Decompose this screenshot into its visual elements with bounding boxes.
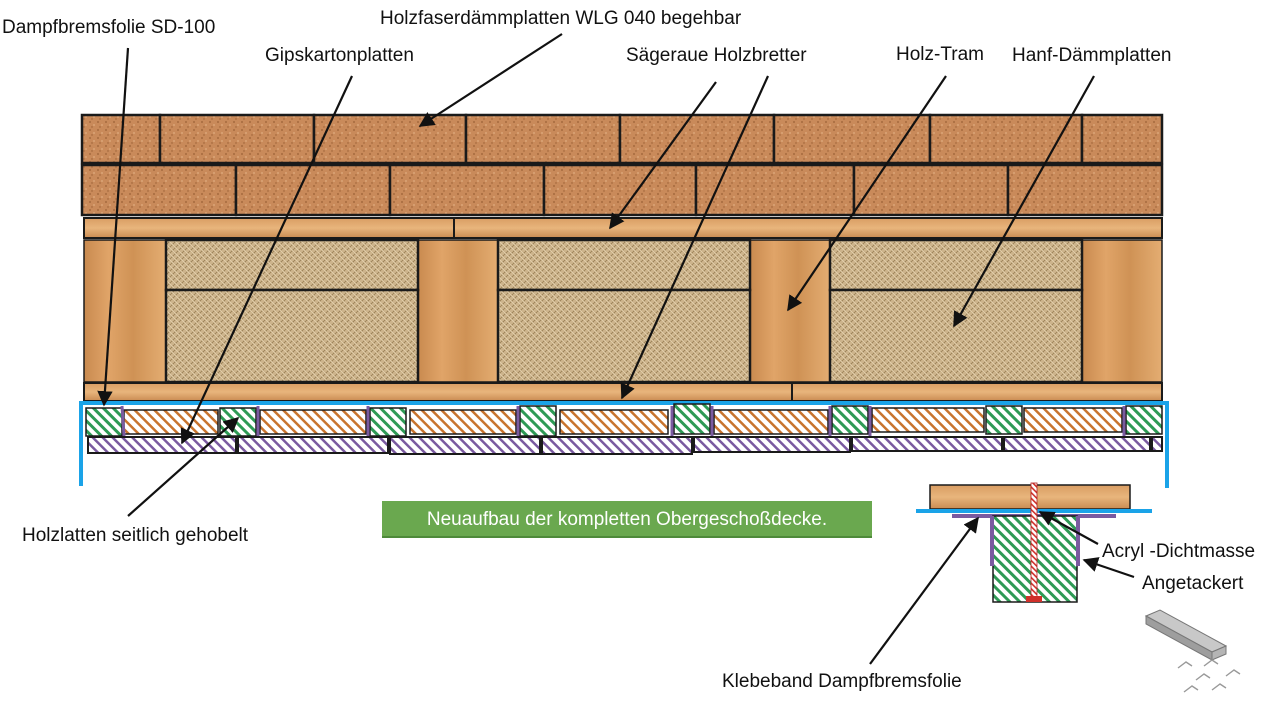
arrow-angetackert <box>1082 557 1135 579</box>
fiberboard-row-bottom <box>80 163 1164 217</box>
timber-beams <box>83 239 1163 383</box>
arrow-dampfbremsfolie <box>97 47 130 407</box>
caption-text: Neuaufbau der kompletten Obergeschoßdeck… <box>426 509 828 530</box>
label-saegeraue: Sägeraue Holzbretter <box>626 45 807 66</box>
label-angetackert: Angetackert <box>1142 573 1244 594</box>
label-hanf: Hanf-Dämmplatten <box>1012 45 1172 66</box>
label-holzfaser: Holzfaserdämmplatten WLG 040 begehbar <box>380 8 742 29</box>
arrow-holztram <box>787 75 947 312</box>
detail-drawing <box>916 482 1152 603</box>
leader-arrows <box>97 33 1135 665</box>
rough-boards-top <box>83 217 1163 239</box>
hemp-insulation <box>164 238 1084 384</box>
label-klebeband: Klebeband Dampfbremsfolie <box>722 671 962 692</box>
arrow-holzlatten <box>127 416 240 517</box>
arrow-saegeraue-bottom <box>620 75 770 400</box>
label-dampfbremsfolie: Dampfbremsfolie SD-100 <box>2 17 216 38</box>
arrow-hanf <box>953 75 1095 328</box>
vapor-membrane <box>79 401 1169 488</box>
label-holzlatten: Holzlatten seitlich gehobelt <box>22 525 249 546</box>
label-holztram: Holz-Tram <box>896 44 984 65</box>
rough-boards-bottom <box>83 382 1163 402</box>
label-gipskarton: Gipskartonplatten <box>265 45 414 66</box>
gypsum-boards <box>87 436 1163 455</box>
arrow-acryl <box>1038 511 1099 545</box>
staples-icon <box>1144 609 1241 693</box>
arrow-gipskarton <box>180 75 353 445</box>
arrow-holzfaser <box>418 33 563 127</box>
battens-and-strips <box>85 403 1163 437</box>
arrow-saegeraue-top <box>609 81 717 230</box>
arrow-klebeband <box>869 516 979 665</box>
label-acryl: Acryl -Dichtmasse <box>1102 541 1256 562</box>
fiberboard-row-top <box>80 113 1164 165</box>
tape-strips <box>120 405 1126 437</box>
caption-box: Neuaufbau der kompletten Obergeschoßdeck… <box>382 501 872 538</box>
